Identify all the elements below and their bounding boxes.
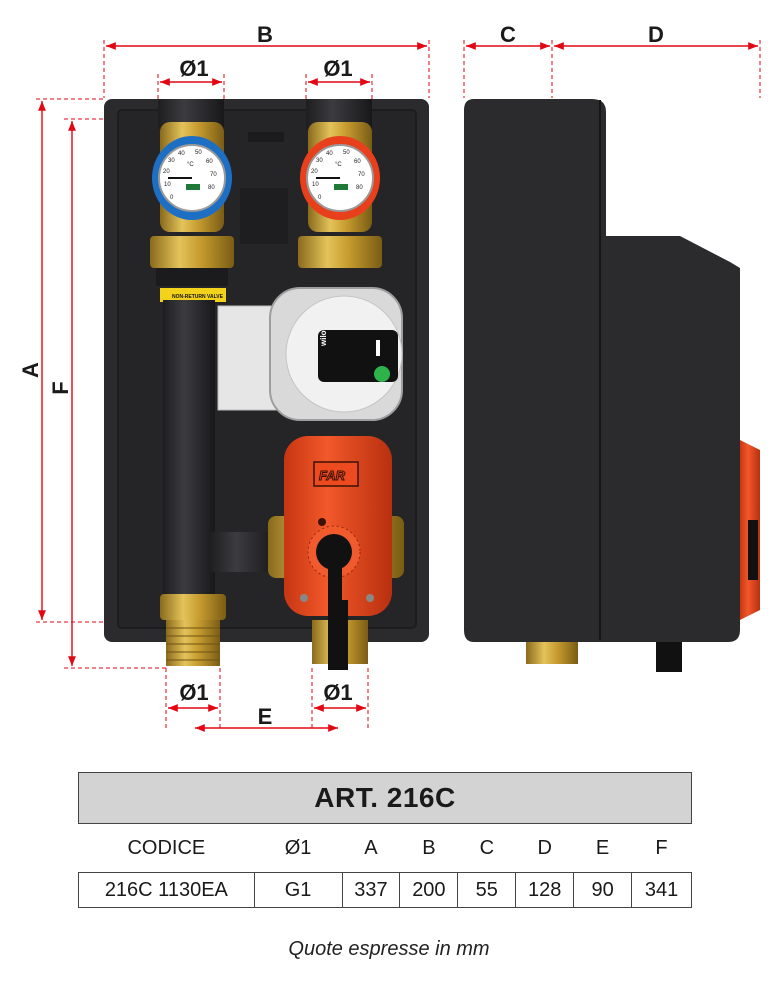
pump-speed-button[interactable]	[374, 366, 390, 382]
actuator-brand-label: FAR	[319, 468, 346, 483]
svg-text:20: 20	[163, 169, 170, 175]
cell-f: 341	[631, 872, 692, 908]
cell-codice: 216C 1130EA	[78, 872, 255, 908]
left-pipe-sleeve	[156, 268, 228, 286]
dim-label-e: E	[258, 704, 273, 729]
dimension-guides	[36, 40, 761, 728]
side-cable-gland	[656, 642, 682, 672]
pump-brand-label: wilo	[319, 330, 328, 347]
header-diameter: Ø1	[284, 836, 312, 859]
table-row: 216C 1130EA G1 337 200 55 128 90 341	[78, 872, 692, 908]
non-return-valve-label: NON-RETURN VALVE	[172, 294, 224, 300]
right-union-nut	[298, 236, 382, 268]
svg-text:70: 70	[210, 172, 217, 178]
svg-text:80: 80	[208, 185, 215, 191]
dim-label-d1-bottom-left: Ø1	[179, 680, 208, 705]
actuator-screw-right	[366, 594, 374, 602]
cell-diameter: G1	[253, 872, 343, 908]
svg-text:70: 70	[358, 172, 365, 178]
dim-label-d: D	[648, 22, 664, 47]
actuator-lever[interactable]	[328, 552, 342, 612]
svg-text:0: 0	[170, 195, 174, 201]
svg-text:60: 60	[354, 159, 361, 165]
pump-led-indicator	[376, 340, 380, 356]
bypass-pipe	[210, 532, 276, 572]
header-e: E	[595, 836, 610, 859]
dim-label-d1-top-right: Ø1	[323, 56, 352, 81]
header-d: D	[537, 836, 552, 859]
right-gauge-logo	[334, 184, 348, 190]
svg-text:30: 30	[168, 158, 175, 164]
header-a: A	[364, 836, 378, 859]
svg-text:40: 40	[178, 151, 185, 157]
actuator-led	[318, 518, 326, 526]
svg-text:10: 10	[312, 182, 319, 188]
header-c: C	[479, 836, 495, 859]
svg-text:50: 50	[195, 150, 202, 156]
svg-text:20: 20	[311, 169, 318, 175]
actuator-cable	[328, 600, 348, 670]
svg-text:10: 10	[164, 182, 171, 188]
table-header-row: CODICE Ø1 A B C D E F	[79, 824, 692, 873]
insulation-recess	[240, 188, 288, 244]
table-title: ART. 216C	[78, 772, 692, 824]
left-thread-lines	[166, 627, 220, 661]
non-return-valve-tag	[160, 288, 226, 302]
side-view	[464, 99, 760, 672]
dim-label-b: B	[257, 22, 273, 47]
left-bottom-nut	[160, 594, 226, 620]
dim-label-c: C	[500, 22, 516, 47]
dim-label-d1-bottom-right: Ø1	[323, 680, 352, 705]
actuator-logo	[313, 461, 359, 487]
svg-text:0: 0	[318, 195, 322, 201]
svg-text:60: 60	[206, 159, 213, 165]
header-b: B	[422, 836, 436, 859]
header-f: F	[655, 836, 668, 859]
left-gauge-logo	[186, 184, 200, 190]
dim-label-f: F	[48, 381, 73, 394]
svg-text:80: 80	[356, 185, 363, 191]
dim-label-a: A	[18, 362, 43, 378]
svg-text:50: 50	[343, 150, 350, 156]
left-insulated-pipe	[163, 300, 215, 595]
cell-b: 200	[399, 872, 459, 908]
insulation-slot	[248, 132, 284, 142]
dim-label-d1-top-left: Ø1	[179, 56, 208, 81]
dimension-arrows	[38, 42, 758, 732]
svg-text:40: 40	[326, 151, 333, 157]
cell-a: 337	[341, 872, 401, 908]
svg-text:°C: °C	[187, 162, 194, 168]
left-bottom-thread	[166, 620, 220, 666]
specification-table: ART. 216C CODICE Ø1 A B C D E F 216C 113…	[78, 772, 692, 908]
side-bottom-thread	[526, 642, 578, 664]
cell-e: 90	[573, 872, 633, 908]
table-title-row: ART. 216C	[78, 772, 692, 824]
cell-c: 55	[457, 872, 517, 908]
header-codice: CODICE	[127, 836, 206, 859]
svg-text:°C: °C	[335, 162, 342, 168]
units-note: Quote espresse in mm	[288, 938, 490, 960]
side-actuator-lever	[748, 520, 758, 580]
cell-d: 128	[515, 872, 575, 908]
left-union-nut	[150, 236, 234, 268]
svg-text:30: 30	[316, 158, 323, 164]
side-cover-body	[464, 99, 740, 642]
actuator-screw-left	[300, 594, 308, 602]
